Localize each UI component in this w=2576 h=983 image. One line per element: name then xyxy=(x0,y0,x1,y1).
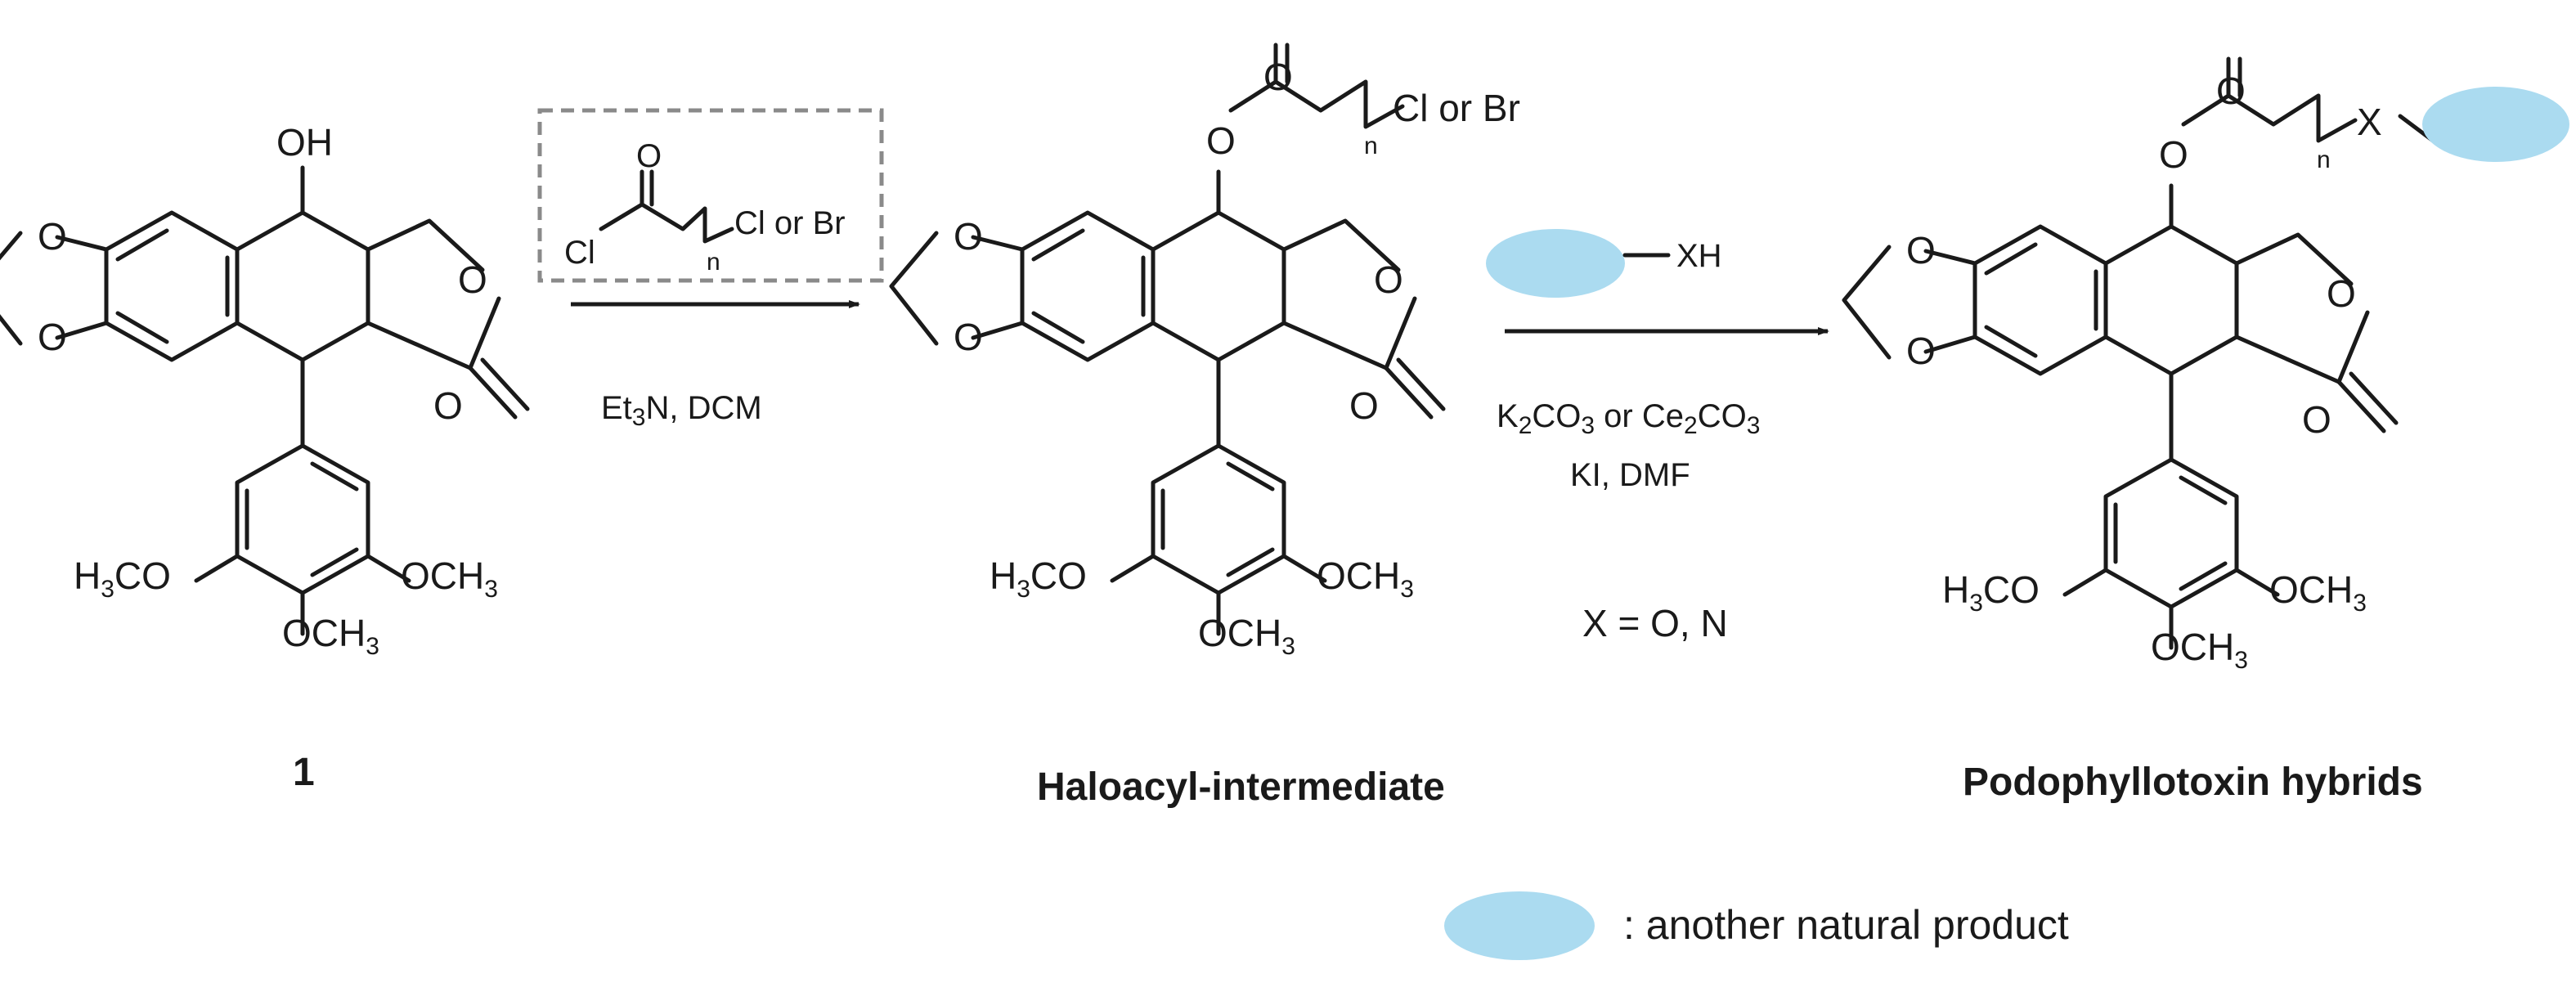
lactone-ring-oxygen: O xyxy=(1374,258,1403,301)
step-2-conditions-additive: KI, DMF xyxy=(1570,457,1690,493)
lactone-ring-oxygen: O xyxy=(458,258,487,301)
chain-subscript-n: n xyxy=(707,249,720,276)
dioxole-oxygen-bottom: O xyxy=(38,316,67,358)
ester-carbonyl-oxygen: O xyxy=(2216,70,2246,112)
methoxy-left: H3CO xyxy=(1942,568,2040,617)
intermediate-label: Haloacyl-intermediate xyxy=(1037,765,1445,809)
methoxy-right: OCH3 xyxy=(1317,554,1414,603)
dioxole-oxygen-top: O xyxy=(954,215,983,258)
ester-oxygen: O xyxy=(2159,133,2188,176)
intermediate-structure xyxy=(891,43,1443,634)
methoxy-left: H3CO xyxy=(74,554,171,603)
compound-1-label: 1 xyxy=(293,751,315,794)
methoxy-para: OCH3 xyxy=(2151,626,2248,674)
methoxy-para: OCH3 xyxy=(282,612,379,660)
dioxole-oxygen-bottom: O xyxy=(1906,330,1936,372)
dioxole-oxygen-bottom: O xyxy=(954,316,983,358)
methoxy-right: OCH3 xyxy=(2269,568,2367,617)
legend-ellipse xyxy=(1444,891,1595,960)
x-definition-note: X = O, N xyxy=(1582,602,1728,644)
dioxole-oxygen-top: O xyxy=(38,215,67,258)
acyl-halide-structure xyxy=(599,169,734,244)
methoxy-right: OCH3 xyxy=(401,554,498,603)
acyl-chloride-cl: Cl xyxy=(564,235,595,271)
acyl-carbonyl-oxygen: O xyxy=(636,138,662,174)
lactone-carbonyl-oxygen: O xyxy=(2302,398,2331,441)
legend-text: : another natural product xyxy=(1623,902,2069,948)
chain-subscript-n: n xyxy=(2317,146,2331,173)
methoxy-left: H3CO xyxy=(990,554,1087,603)
ester-oxygen: O xyxy=(1206,119,1236,162)
reagent-box xyxy=(537,108,884,283)
hydroxyl-label: OH xyxy=(276,121,333,164)
xh-label: XH xyxy=(1676,238,1722,274)
ester-carbonyl-oxygen: O xyxy=(1263,56,1293,98)
chain-subscript-n: n xyxy=(1364,132,1378,159)
methoxy-para: OCH3 xyxy=(1198,612,1295,660)
natural-product-ellipse xyxy=(1486,229,1625,298)
step-1-conditions: Et3N, DCM xyxy=(601,390,762,431)
step-2-conditions-base: K2CO3 or Ce2CO3 xyxy=(1497,398,1760,439)
lactone-ring-oxygen: O xyxy=(2327,272,2356,315)
dioxole-oxygen-top: O xyxy=(1906,229,1936,272)
acyl-tail-halide: Cl or Br xyxy=(734,205,846,241)
hybrid-label: Podophyllotoxin hybrids xyxy=(1963,761,2423,804)
lactone-carbonyl-oxygen: O xyxy=(1349,384,1379,427)
intermediate-tail-halide: Cl or Br xyxy=(1393,87,1520,129)
lactone-carbonyl-oxygen: O xyxy=(433,384,463,427)
natural-product-ellipse xyxy=(2422,87,2569,162)
linker-atom-x: X xyxy=(2357,101,2382,143)
compound-1-structure xyxy=(0,165,527,634)
hybrid-structure xyxy=(1844,56,2435,648)
